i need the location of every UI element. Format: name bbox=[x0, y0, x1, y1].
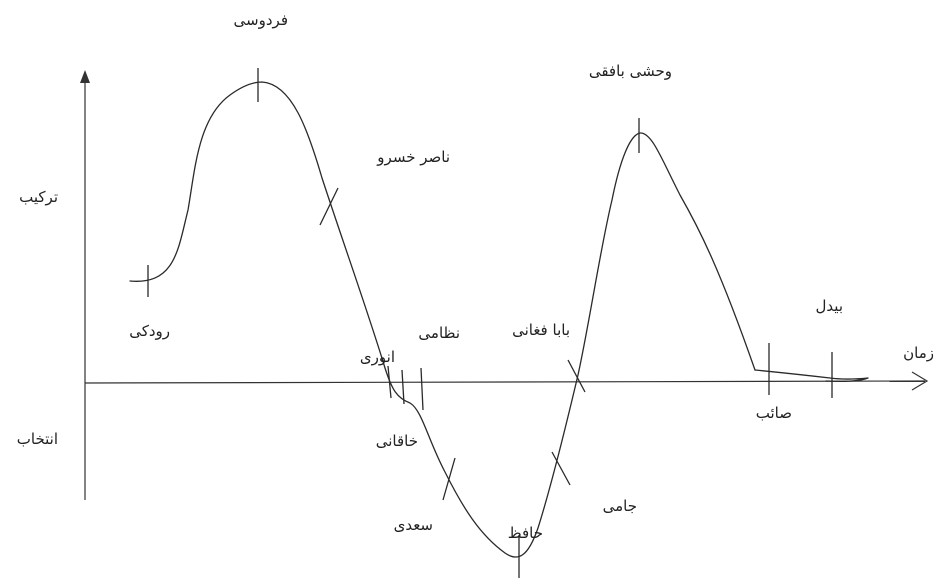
tick-jami bbox=[551, 451, 571, 486]
label-naser-khosro: ناصر خسرو bbox=[376, 148, 450, 166]
x-axis-label: زمان bbox=[903, 344, 934, 362]
label-ferdowsi: فردوسی bbox=[234, 11, 288, 29]
tick-baba-faghani bbox=[567, 359, 586, 393]
tick-saadi bbox=[442, 457, 456, 501]
label-saadi: سعدی bbox=[394, 516, 433, 534]
label-jami: جامی bbox=[603, 497, 637, 515]
label-baba-faghani: بابا فغانی bbox=[512, 321, 570, 339]
y-axis-top-label: ترکیب bbox=[19, 188, 58, 206]
y-axis-bottom-label: انتخاب bbox=[17, 430, 58, 448]
label-nezami: نظامی bbox=[418, 324, 460, 342]
label-khaqani: خاقانی bbox=[376, 432, 418, 450]
label-anvari: انوری bbox=[360, 348, 395, 366]
label-hafez: حافظ bbox=[508, 524, 543, 542]
x-axis-arrowhead bbox=[911, 371, 929, 391]
label-rudaki: رودکی bbox=[129, 322, 170, 340]
label-saeb: صائب bbox=[756, 404, 792, 422]
x-axis bbox=[84, 380, 926, 384]
label-vahshi-bafqi: وحشی بافقی bbox=[589, 62, 672, 80]
y-axis-arrowhead bbox=[80, 70, 90, 83]
style-curve bbox=[129, 81, 756, 558]
tail-curve bbox=[754, 369, 869, 383]
tick-anvari bbox=[387, 365, 392, 399]
label-bidel: بیدل bbox=[816, 297, 843, 315]
tick-nezami bbox=[420, 367, 424, 411]
tick-khaqani bbox=[401, 369, 405, 405]
tick-naser-khosro bbox=[319, 187, 339, 226]
